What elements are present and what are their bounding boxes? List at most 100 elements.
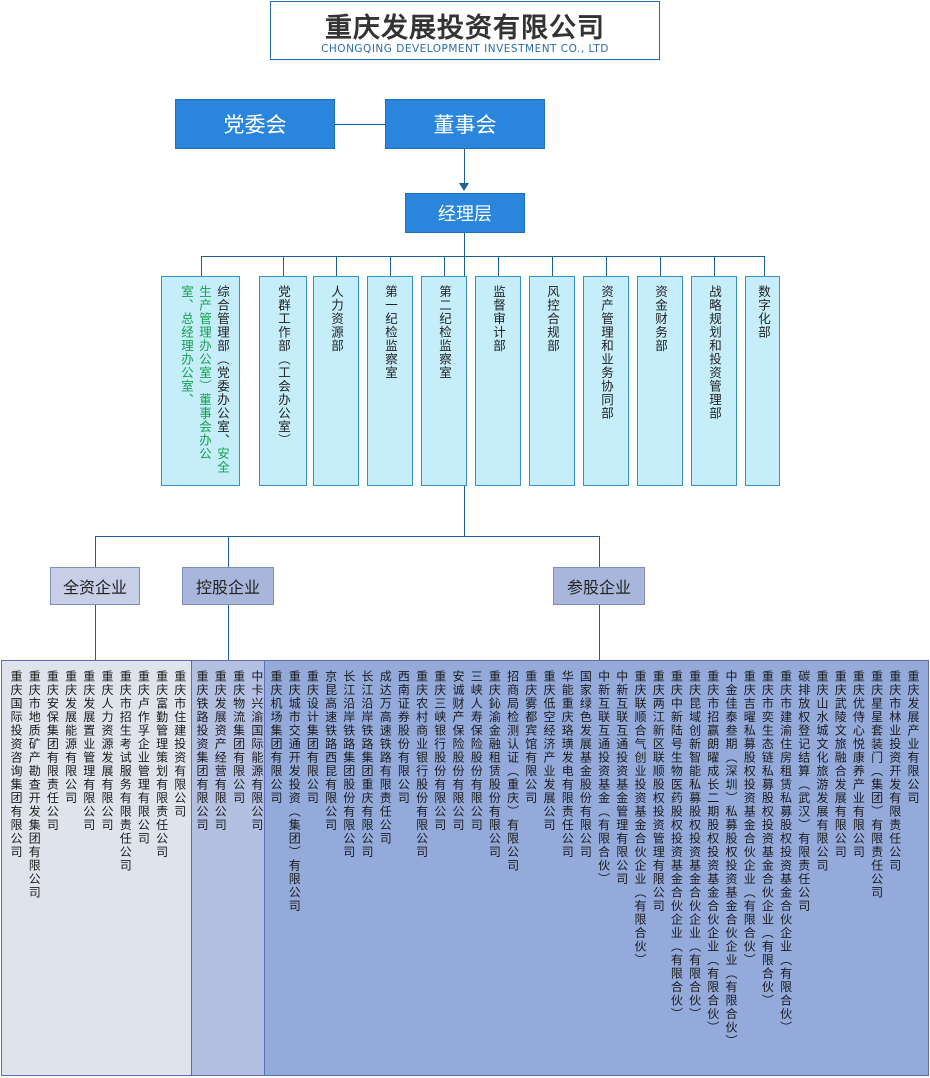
shareholding-company-item: 重庆星星套装门（集团）有限责任公司 (869, 670, 884, 900)
dept-discipline-2-label: 第二纪检监察室 (437, 285, 452, 380)
category-shareholding: 参股企业 (553, 567, 645, 605)
shareholding-company-item: 重庆雾都宾馆有限公司 (523, 670, 538, 805)
dept-digital-label: 数字化部 (756, 285, 771, 339)
dept-general-management: 综合管理部（党委办公室、安全生产管理办公室）董事会办公室、总经理办公室、 (161, 276, 240, 486)
dept-party-mass-main: 党群工作部（工会办公室） (276, 285, 291, 447)
shareholding-company-item: 中金佳泰叁期（深圳）私募股权投资基金合伙企业（有限合伙） (724, 670, 738, 1048)
dept-party-mass: 党群工作部（工会办公室） (259, 276, 307, 486)
dept-general-text: 综合管理部（党委办公室、安全生产管理办公室）董事会办公室、总经理办公室、 (177, 285, 231, 480)
shareholding-company-item: 重庆设计集团有限公司 (305, 670, 320, 805)
shareholding-company-item: 重庆市奕生态链私募股权投资基金合伙企业（有限合伙） (760, 670, 775, 1008)
wholly-owned-company-item: 重庆人力资源发展有限公司 (100, 670, 114, 832)
shareholding-company-item: 安诚财产保险股份有限公司 (451, 670, 465, 832)
shareholding-company-item: 西南证券股份有限公司 (396, 670, 411, 805)
shareholding-company-item: 重庆农村商业银行股份有限公司 (414, 670, 429, 859)
shareholding-company-item: 国家绿色发展基金股份有限公司 (578, 670, 593, 859)
dept-discipline-1-label: 第一纪检监察室 (383, 285, 398, 380)
shareholding-company-item: 重庆低空经济产业发展公司 (542, 670, 556, 832)
dept-drop (606, 256, 607, 276)
dept-general-main: 综合管理部（党委办公室、 (215, 285, 230, 447)
management-box: 经理层 (405, 193, 525, 233)
dept-discipline-1: 第一纪检监察室 (367, 276, 413, 486)
dept-drop (660, 256, 661, 276)
shareholding-company-item: 重庆两江新区联顺股权投资管理有限公司 (651, 670, 666, 913)
shareholding-company-item: 重庆昆域创新智能私募股权投资基金合伙企业（有限合伙） (687, 670, 702, 1021)
dept-risk: 风控合规部 (529, 276, 575, 486)
connector-share-drop (599, 536, 600, 567)
wholly-owned-company-item: 重庆富勤管理策划有限责任公司 (154, 670, 169, 859)
shareholding-company-item: 长江沿岸铁路集团股份有限公司 (341, 670, 356, 859)
shareholding-company-item: 长江沿岸铁路集团重庆有限公司 (360, 670, 374, 859)
shareholding-company-item: 重庆三峡银行股份有限公司 (432, 670, 447, 832)
dept-hr-label: 人力资源部 (329, 285, 344, 353)
dept-drop (390, 256, 391, 276)
connector-wholly-panel (95, 605, 96, 660)
shareholding-company-item: 中新互联互通投资基金（有限合伙） (596, 670, 611, 886)
connector-holding-drop (228, 536, 229, 567)
dept-drop (498, 256, 499, 276)
shareholding-company-item: 重庆市建渝住房租赁私募股权投资基金合伙企业（有限合伙） (778, 670, 793, 1035)
dept-discipline-2: 第二纪检监察室 (421, 276, 467, 486)
category-holding: 控股企业 (182, 567, 274, 605)
party-committee-box: 党委会 (175, 99, 335, 149)
category-wholly-owned: 全资企业 (50, 567, 140, 605)
wholly-owned-company-item: 重庆安保集团有限责任公司 (45, 670, 60, 832)
dept-drop (552, 256, 553, 276)
dept-strategy: 战略规划和投资管理部 (691, 276, 737, 486)
shareholding-company-item: 京昆高速铁路西昆有限公司 (323, 670, 338, 832)
connector-share-panel (599, 605, 600, 660)
shareholding-company-item: 重庆联顺合气创业投资基金合伙企业（有限合伙） (633, 670, 647, 967)
wholly-owned-company-item: 重庆市招生考试服务有限责任公司 (118, 670, 133, 873)
wholly-owned-company-item: 重庆发展能源有限公司 (63, 670, 78, 805)
company-title-cn: 重庆发展投资有限公司 (325, 13, 605, 44)
shareholding-company-item: 重庆武陵文旅融合发展有限公司 (833, 670, 848, 859)
shareholding-company-item: 重庆机场集团有限公司 (269, 670, 283, 805)
shareholding-company-item: 招商局检测认证（重庆）有限公司 (505, 670, 520, 873)
company-title-box: 重庆发展投资有限公司 CHONGQING DEVELOPMENT INVESTM… (270, 1, 660, 60)
wholly-owned-company-item: 重庆发展置业管理有限公司 (81, 670, 96, 832)
wholly-owned-company-item: 重庆国际投资咨询集团有限公司 (9, 670, 23, 859)
connector-board-mgmt (464, 149, 465, 189)
connector-holding-panel (228, 605, 229, 660)
arrow-down-icon (459, 183, 469, 191)
shareholding-company-item: 重庆鈊渝金融租赁股份有限公司 (487, 670, 502, 859)
shareholding-company-item: 重庆城市交通开发投资（集团）有限公司 (287, 670, 302, 913)
connector-dept-bus (201, 256, 764, 257)
holding-company-item: 重庆发展资产经营有限公司 (213, 670, 228, 832)
dept-finance: 资金财务部 (637, 276, 683, 486)
shareholding-company-item: 碳排放权登记结算（武汉）有限责任公司 (796, 670, 811, 913)
shareholding-company-item: 重庆中新陆号生物医药股权投资基金合伙企业（有限合伙） (669, 670, 684, 1021)
connector-wholly-drop (95, 536, 96, 567)
dept-finance-label: 资金财务部 (653, 285, 668, 353)
dept-audit-label: 监督审计部 (491, 285, 506, 353)
dept-drop (336, 256, 337, 276)
company-title-en: CHONGQING DEVELOPMENT INVESTMENT CO., LT… (321, 43, 609, 55)
holding-company-item: 重庆铁路投资集团有限公司 (195, 670, 209, 832)
holding-company-item: 重庆物流集团有限公司 (231, 670, 246, 805)
wholly-owned-company-item: 重庆卢作孚企业管理有限公司 (136, 670, 151, 846)
shareholding-company-item: 重庆山水城文化旅游发展有限公司 (815, 670, 829, 873)
shareholding-company-item: 重庆发展产业有限公司 (906, 670, 920, 805)
dept-drop (283, 256, 284, 276)
dept-strategy-label: 战略规划和投资管理部 (707, 285, 722, 420)
dept-risk-label: 风控合规部 (545, 285, 560, 353)
shareholding-company-item: 成达万高速铁路有限责任公司 (378, 670, 393, 846)
dept-drop (444, 256, 445, 276)
board-box: 董事会 (385, 99, 545, 149)
shareholding-company-item: 重庆市招赢朗曜成长二期股权投资基金合伙企业（有限合伙） (705, 670, 720, 1035)
holding-company-item: 中卡兴渝国际能源有限公司 (249, 670, 264, 832)
connector-enterprise-bus (95, 536, 600, 537)
shareholding-company-item: 华能重庆珞璜发电有限责任公司 (560, 670, 575, 859)
dept-hr: 人力资源部 (313, 276, 359, 486)
dept-asset-label: 资产管理和业务协同部 (599, 285, 614, 420)
dept-drop (764, 256, 765, 276)
shareholding-company-item: 重庆市林业投资开发有限责任公司 (887, 670, 902, 873)
dept-general-sub: 安全生产管理办公室）董事会办公室、总经理办公室、 (179, 285, 230, 474)
dept-audit: 监督审计部 (475, 276, 521, 486)
dept-digital: 数字化部 (745, 276, 780, 486)
dept-drop (201, 256, 202, 276)
shareholding-company-item: 重庆优侍心悦康养产业有限公司 (851, 670, 866, 859)
dept-asset: 资产管理和业务协同部 (583, 276, 629, 486)
connector-party-board (335, 124, 385, 125)
dept-party-mass-label: 党群工作部（工会办公室） (274, 285, 292, 480)
